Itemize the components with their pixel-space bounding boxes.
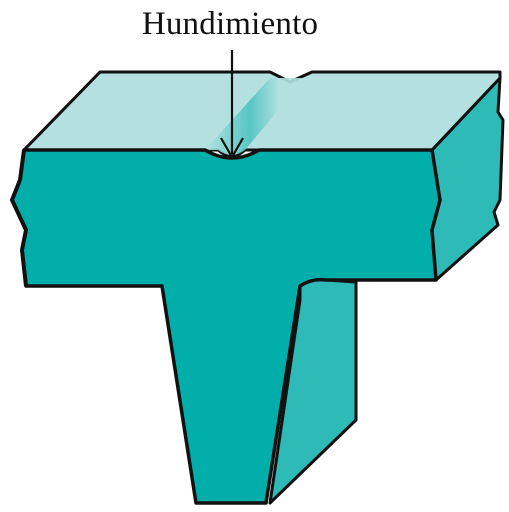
outline-left-notch [10,149,28,287]
front-face [10,148,442,505]
annotation-label: Hundimiento [141,6,319,42]
leader-arrow-head [220,137,244,160]
sink-mark-shading [205,78,305,155]
